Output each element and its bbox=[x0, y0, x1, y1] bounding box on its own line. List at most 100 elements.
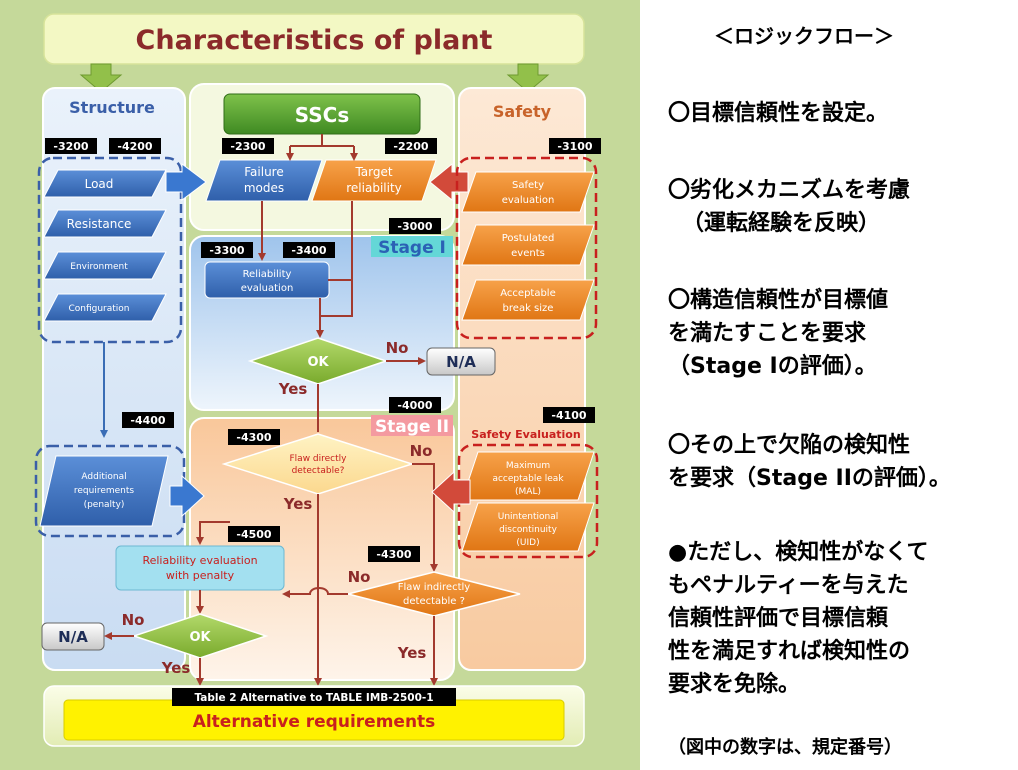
left-arrow-icon bbox=[429, 162, 469, 202]
safety-evaluation-box bbox=[461, 171, 595, 213]
failure-modes-line2: modes bbox=[244, 181, 284, 195]
uid-line1: Unintentional bbox=[498, 512, 559, 522]
title-box bbox=[43, 13, 585, 65]
code-label: -2200 bbox=[393, 140, 429, 153]
code-label: -4300 bbox=[236, 431, 272, 444]
note-5-line4: 性を満足すれば検知性の bbox=[668, 639, 911, 664]
safety-evaluation-heading: Safety Evaluation bbox=[471, 428, 580, 441]
flow-connector bbox=[320, 280, 353, 317]
code-label: -3200 bbox=[53, 140, 89, 153]
safety-evaluation-line1: Safety bbox=[512, 180, 544, 191]
reliability-evaluation-line2: evaluation bbox=[241, 283, 294, 294]
note-3-line3: （Stage Iの評価）。 bbox=[668, 354, 877, 379]
structure-group-outline bbox=[37, 156, 183, 344]
acceptable-break-line2: break size bbox=[503, 303, 554, 314]
load-label: Load bbox=[85, 177, 114, 191]
safety-evaluation-line2: evaluation bbox=[502, 195, 555, 206]
additional-req-line3: (penalty) bbox=[84, 500, 125, 510]
stage2-label: Stage II bbox=[375, 417, 449, 437]
flaw-indirect-line2: detectable ? bbox=[403, 596, 465, 607]
target-reliability-box bbox=[311, 159, 437, 202]
acceptable-break-line1: Acceptable bbox=[500, 288, 556, 299]
note-5-line3: 信頼性評価で目標信頼 bbox=[668, 606, 889, 631]
additional-req-line1: Additional bbox=[81, 472, 126, 482]
note-2-line1: 〇劣化メカニズムを考慮 bbox=[668, 178, 911, 203]
flaw-direct-line2: detectable? bbox=[292, 466, 345, 476]
table-label: Table 2 Alternative to TABLE IMB-2500-1 bbox=[194, 692, 433, 704]
diagram-title: Characteristics of plant bbox=[136, 25, 493, 56]
flaw-direct-line1: Flaw directly bbox=[290, 454, 348, 464]
stage1-label-box bbox=[371, 236, 453, 257]
ssc-heading: SSCs bbox=[295, 103, 350, 127]
ok-label: OK bbox=[307, 355, 329, 370]
no-label: No bbox=[386, 339, 409, 357]
flow-arrow bbox=[196, 521, 230, 545]
no-label: No bbox=[410, 442, 433, 460]
code-label: -3100 bbox=[557, 140, 593, 153]
code-label: -4400 bbox=[130, 414, 166, 427]
uid-line3: (UID) bbox=[516, 538, 539, 548]
yes-label: Yes bbox=[278, 380, 308, 398]
code-label: -4500 bbox=[236, 528, 272, 541]
load-box bbox=[43, 169, 167, 198]
note-4-line1: 〇その上で欠陥の検知性 bbox=[668, 433, 911, 458]
flow-connector bbox=[289, 134, 355, 158]
note-1: 〇目標信頼性を設定。 bbox=[668, 101, 889, 126]
configuration-label: Configuration bbox=[68, 304, 129, 314]
resistance-box bbox=[43, 209, 167, 238]
note-3-line2: を満たすことを要求 bbox=[668, 321, 867, 346]
flaw-indirect-line1: Flaw indirectly bbox=[398, 582, 470, 593]
code-label: -2300 bbox=[230, 140, 266, 153]
postulated-events-box bbox=[461, 224, 595, 266]
mal-line1: Maximum bbox=[506, 461, 550, 471]
code-label: -3400 bbox=[291, 244, 327, 257]
environment-box bbox=[43, 251, 167, 280]
down-arrow-icon bbox=[506, 63, 550, 93]
flow-arrow bbox=[412, 463, 438, 572]
safety-heading: Safety bbox=[493, 102, 552, 121]
no-label: No bbox=[122, 611, 145, 629]
mal-line3: (MAL) bbox=[515, 487, 541, 497]
reliability-evaluation-line1: Reliability bbox=[243, 269, 292, 280]
structure-heading: Structure bbox=[69, 98, 155, 117]
na-box-stage1 bbox=[426, 347, 496, 376]
code-tags: -3200 -4200 -2300 -2200 -3100 -3000 -330… bbox=[45, 138, 601, 562]
note-5-line5: 要求を免除。 bbox=[668, 672, 801, 697]
yes-label: Yes bbox=[161, 659, 191, 677]
code-label: -4200 bbox=[117, 140, 153, 153]
failure-modes-line1: Failure bbox=[244, 165, 283, 179]
postulated-events-line2: events bbox=[511, 248, 545, 259]
penalty-evaluation-box bbox=[115, 545, 285, 591]
code-label: -3000 bbox=[397, 220, 433, 233]
structure-items: Load Resistance Environment Configuratio… bbox=[43, 169, 167, 322]
penalty-eval-line2: with penalty bbox=[166, 569, 235, 582]
stage2-label-box bbox=[371, 415, 453, 436]
na-box-penalty bbox=[41, 622, 105, 651]
code-label: -4100 bbox=[551, 409, 587, 422]
mal-line2: acceptable leak bbox=[492, 474, 564, 484]
note-3-line1: 〇構造信頼性が目標値 bbox=[668, 288, 889, 313]
right-arrow-icon bbox=[169, 474, 205, 518]
table-label-box bbox=[172, 688, 456, 706]
yes-label: Yes bbox=[283, 495, 313, 513]
resistance-label: Resistance bbox=[67, 217, 132, 231]
environment-label: Environment bbox=[70, 262, 128, 272]
penalty-eval-line1: Reliability evaluation bbox=[142, 554, 257, 567]
configuration-box bbox=[43, 293, 167, 322]
additional-req-line2: requirements bbox=[74, 486, 135, 496]
additional-requirements-box bbox=[39, 455, 169, 527]
na-label: N/A bbox=[446, 353, 476, 371]
logic-flow-diagram: Characteristics of plant Structure Safet… bbox=[0, 0, 640, 770]
uid-line2: discontinuity bbox=[499, 525, 558, 535]
left-arrow-icon bbox=[431, 470, 471, 514]
target-reliability-line1: Target bbox=[354, 165, 392, 179]
acceptable-break-box bbox=[461, 279, 595, 321]
note-5-line2: もペナルティーを与えた bbox=[668, 573, 909, 598]
down-arrow-icon bbox=[79, 63, 123, 93]
note-5-line1: ●ただし、検知性がなくて bbox=[668, 540, 929, 565]
code-label: -4300 bbox=[376, 548, 412, 561]
postulated-events-line1: Postulated bbox=[502, 233, 555, 244]
note-4-line2: を要求（Stage IIの評価）。 bbox=[668, 466, 951, 491]
na-label: N/A bbox=[58, 628, 88, 646]
